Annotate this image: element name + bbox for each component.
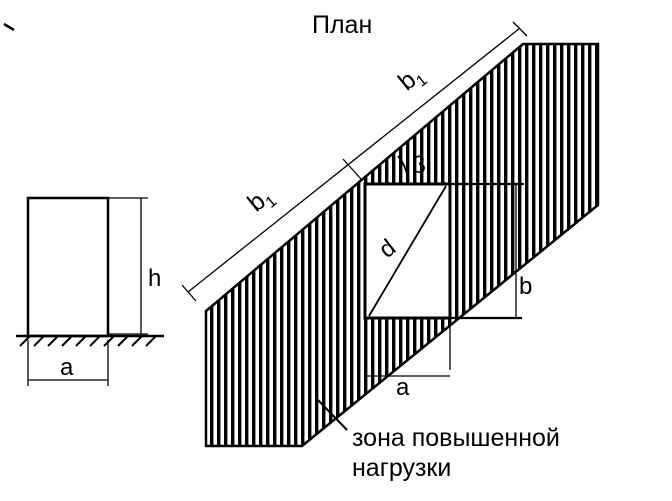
b-label: b: [519, 273, 532, 300]
diagonal-d: [368, 185, 447, 317]
zone-label-line1: зона повышенной: [352, 424, 560, 452]
ground-hatch: [19, 335, 157, 347]
plan-title: План: [312, 11, 372, 39]
plan-view: d β b a b1 b1: [181, 21, 600, 482]
zone-leader-line: [317, 399, 348, 431]
stray-mark: [3, 22, 15, 32]
zone-label-line2: нагрузки: [352, 454, 451, 482]
b1-tick-mid: [342, 158, 362, 180]
b1-lower-label: b1: [242, 181, 280, 220]
b1-upper-label: b1: [393, 60, 431, 99]
b1-tick-left: [181, 284, 197, 302]
b1-tick-right: [512, 21, 528, 37]
b1-lower-label-group: b1: [242, 181, 280, 220]
a-label-plan: a: [396, 374, 410, 401]
block-elevation: [26, 196, 110, 338]
a-label-elevation: a: [60, 354, 74, 381]
beta-label: β: [412, 152, 426, 179]
elevation-view: h a: [16, 196, 164, 386]
b1-upper-label-group: b1: [393, 60, 431, 99]
beta-arc: [397, 155, 409, 185]
b1-dim-line: [187, 27, 521, 293]
h-label: h: [148, 265, 161, 292]
